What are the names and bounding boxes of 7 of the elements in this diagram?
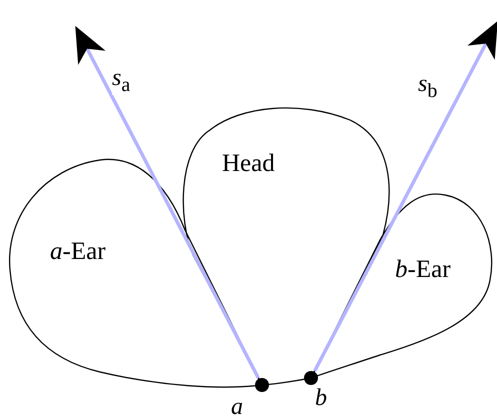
region-label: b-Ear xyxy=(395,256,451,284)
point-dot xyxy=(254,377,270,393)
region-label: Head xyxy=(222,150,275,178)
point-dot xyxy=(303,370,319,386)
ray-arrow xyxy=(313,20,497,372)
ray-arrow xyxy=(75,26,260,379)
region-label: a-Ear xyxy=(50,238,106,266)
